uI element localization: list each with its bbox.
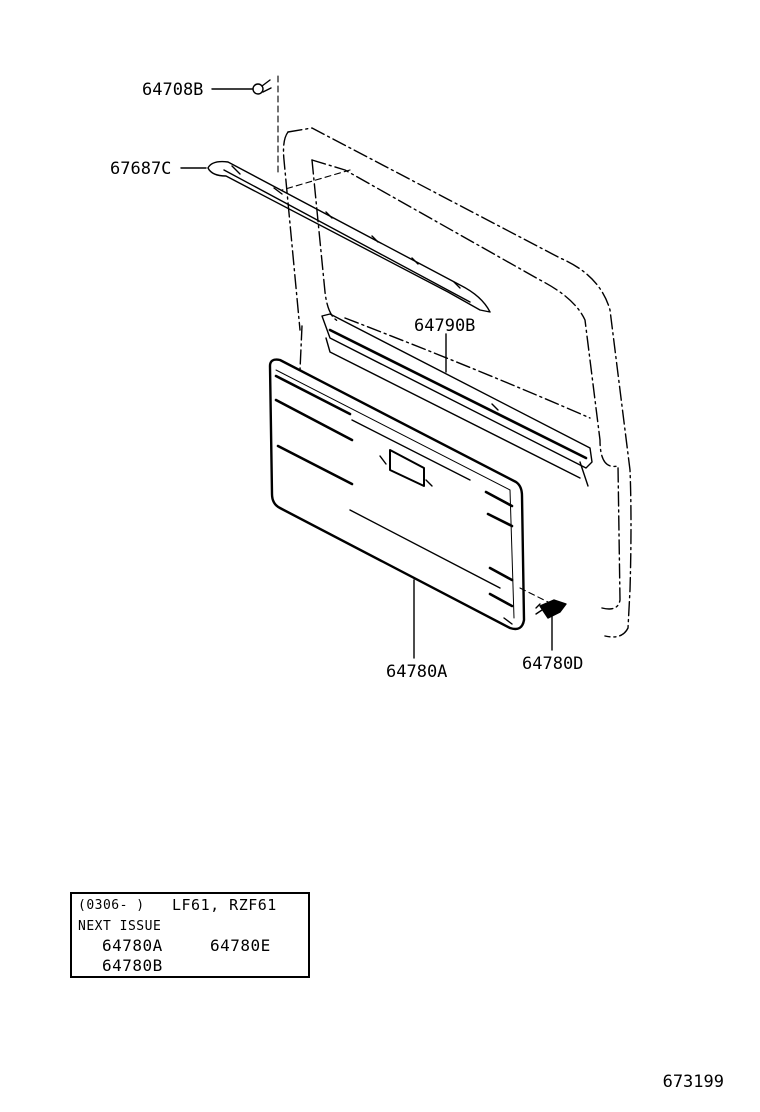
- clip-64708B-part: [211, 79, 272, 95]
- note-part-2: 64780E: [210, 936, 271, 955]
- callout-67687C: 67687C: [110, 159, 171, 179]
- clip-64780D-part: [535, 599, 567, 651]
- door-trim-board-64780A-part: [268, 358, 526, 659]
- note-date-range: (0306- ): [78, 898, 145, 913]
- note-part-1: 64780A: [102, 936, 163, 955]
- page-number: 673199: [662, 1072, 724, 1092]
- applicability-note: (0306- ) LF61, RZF61 NEXT ISSUE 64780A 6…: [70, 892, 310, 978]
- callout-64780D: 64780D: [522, 654, 583, 674]
- upper-trim-64790B-part: [321, 313, 593, 487]
- note-next-issue: NEXT ISSUE: [78, 919, 162, 934]
- callout-64708B: 64708B: [142, 80, 203, 100]
- alignment-lines: [277, 75, 553, 605]
- back-door-frame: [282, 127, 632, 638]
- note-models: LF61, RZF61: [172, 896, 277, 914]
- window-opening: [344, 317, 591, 419]
- callout-64780A: 64780A: [386, 662, 447, 682]
- callout-64790B: 64790B: [414, 316, 475, 336]
- weatherstrip-67687C-part: [180, 160, 491, 313]
- note-part-3: 64780B: [102, 956, 163, 975]
